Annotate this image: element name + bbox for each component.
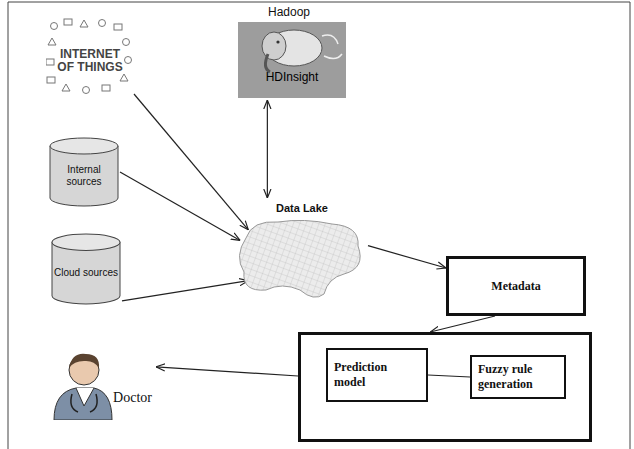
connector-arrow xyxy=(134,94,248,230)
process-box: Prediction model xyxy=(326,348,428,402)
node-label: Doctor xyxy=(113,390,152,406)
process-box: Fuzzy rule generation xyxy=(470,355,566,399)
elephant-drawing xyxy=(238,22,346,98)
database-cylinder: Internal sources xyxy=(48,136,120,208)
node-label: Metadata xyxy=(491,279,540,293)
node-label: INTERNET OF THINGS xyxy=(57,42,123,73)
connector-arrow xyxy=(430,316,495,332)
node-label: Fuzzy rule generation xyxy=(478,362,558,392)
node-label: Data Lake xyxy=(276,202,328,214)
connector-arrow xyxy=(428,375,470,377)
doctor-figure xyxy=(50,344,156,420)
process-box: Metadata xyxy=(446,256,586,316)
node-label: HDInsight xyxy=(238,70,346,84)
connector-arrow xyxy=(156,367,298,376)
node-label: Cloud sources xyxy=(54,267,118,280)
node-label: Internal sources xyxy=(52,164,116,189)
node-heading: Hadoop xyxy=(268,5,310,19)
connector-arrow xyxy=(368,246,446,268)
node-label: Prediction model xyxy=(334,360,420,390)
doctor-icon: Doctor xyxy=(50,344,156,420)
group-box: Prediction model Fuzzy rule generation xyxy=(298,332,592,442)
connector-arrow xyxy=(267,100,268,198)
database-cylinder: Cloud sources xyxy=(50,232,122,306)
hadoop-image: HDInsight xyxy=(238,22,346,98)
connector-arrow xyxy=(120,172,240,240)
iot-icon: INTERNET OF THINGS xyxy=(46,18,134,98)
data-lake: Data Lake xyxy=(232,198,368,304)
connector-arrow xyxy=(122,281,248,301)
hadoop-icon: HDInsight Hadoop xyxy=(236,4,348,100)
